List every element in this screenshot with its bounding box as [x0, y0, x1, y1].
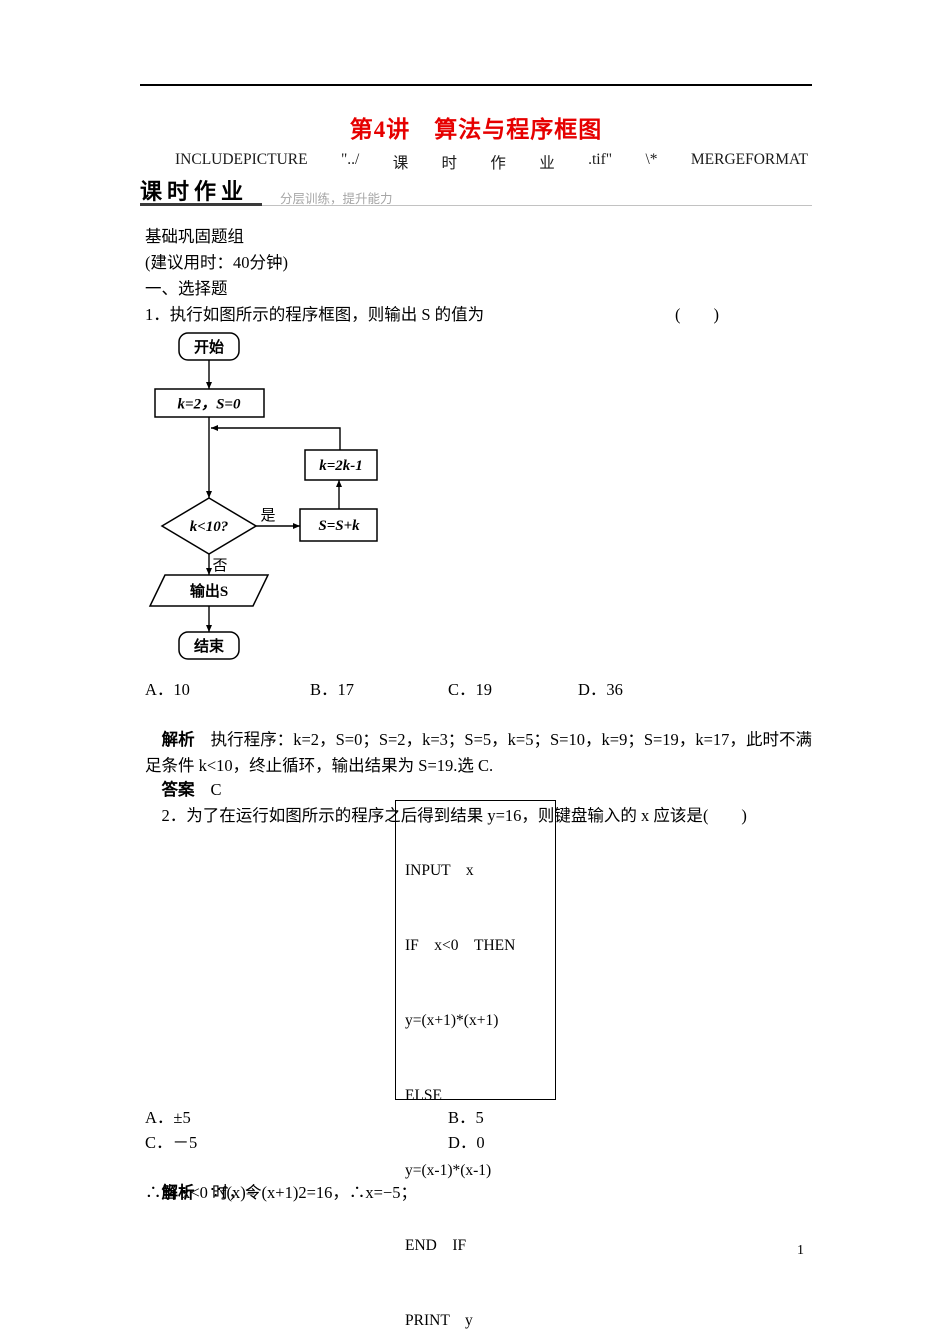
yes-branch-label: 是 — [260, 508, 275, 524]
end-label: 结束 — [194, 637, 225, 655]
field-code-line: INCLUDEPICTURE "../ 课 时 作 业 .tif" \* MER… — [175, 151, 808, 173]
accumulate-process-shape — [299, 508, 378, 542]
no-branch-label: 否 — [212, 558, 227, 574]
header-rule-dark — [140, 203, 262, 206]
code-line: y=(x-1)*(x-1) — [405, 1162, 492, 1179]
flowchart-diagram: 开始 k=2，S=0 k=2k-1 k<10? S=S+k 输出S 结束 是 否 — [148, 332, 378, 660]
section-part-title: 一、选择题 — [145, 279, 228, 298]
field-code-part: "../ — [340, 151, 360, 168]
field-code-part: 业 — [539, 155, 555, 172]
choice-1a: A．10 — [145, 680, 190, 699]
question-1-answer: 答案 C — [145, 751, 222, 829]
output-parallelogram-shape — [148, 574, 270, 607]
page-title: 第4讲 算法与程序框图 — [349, 117, 603, 142]
suggested-time: (建议用时：40分钟) — [145, 253, 288, 272]
accumulate-label: S=S+k — [318, 518, 360, 534]
arrow-update-loopback — [211, 425, 341, 450]
homework-header: 课时作业 — [140, 179, 249, 204]
start-label: 开始 — [194, 338, 224, 356]
field-code-part: 作 — [490, 155, 506, 172]
analysis-text: ∵f(x)= — [210, 1183, 256, 1202]
page-number: 1 — [797, 1243, 804, 1258]
question-2-choices-row2: C．－5 D．0 — [145, 1129, 812, 1155]
question-2-conclusion: ∴当 x<0 时，令(x+1)2=16，∴x=−5； — [145, 1183, 418, 1202]
output-label: 输出S — [190, 582, 228, 600]
analysis-label: 解析 — [161, 1183, 195, 1202]
code-line: y=(x+1)*(x+1) — [405, 1012, 499, 1029]
question-1-answer-bracket: ( ) — [675, 305, 719, 324]
choice-1d: D．36 — [578, 680, 623, 699]
field-code-part: 时 — [441, 155, 458, 172]
question-2-analysis: 解析 ∵f(x)= — [145, 1154, 256, 1232]
homework-subtitle: 分层训练，提升能力 — [280, 192, 393, 206]
analysis-label: 解析 — [161, 730, 195, 749]
answer-label: 答案 — [161, 780, 195, 799]
question-2-answer-bracket: ( ) — [702, 806, 747, 825]
update-label: k=2k-1 — [319, 458, 363, 474]
analysis-text: 执行程序：k=2，S=0；S=2，k=3；S=5，k=5；S=10，k=9；S=… — [145, 730, 813, 775]
answer-value: C — [210, 780, 222, 799]
code-line: INPUT x — [405, 862, 474, 879]
field-code-part: 课 — [392, 155, 409, 172]
header-rule-light — [262, 205, 812, 206]
update-process-shape — [304, 449, 378, 481]
top-horizontal-rule — [140, 84, 812, 86]
code-line: IF x<0 THEN — [405, 937, 516, 954]
choice-2c: C．－5 — [145, 1133, 198, 1152]
program-code-box: INPUT x IF x<0 THEN y=(x+1)*(x+1) ELSE y… — [395, 800, 556, 1329]
choice-1b: B．17 — [310, 680, 355, 699]
start-terminator-shape — [178, 332, 240, 361]
choice-1c: C．19 — [448, 680, 493, 699]
field-code-part: .tif" — [588, 151, 613, 168]
field-code-part: \* — [645, 151, 658, 168]
init-process-shape — [154, 388, 265, 418]
choice-2a: A．±5 — [145, 1108, 191, 1127]
choice-2d: D．0 — [448, 1133, 485, 1152]
question-2-text: 2．为了在运行如图所示的程序之后得到结果 y=16，则键盘输入的 x 应该是( … — [145, 777, 747, 855]
field-code-part: MERGEFORMAT — [690, 151, 808, 168]
code-line: ELSE — [405, 1087, 443, 1104]
question-2-stem: 2．为了在运行如图所示的程序之后得到结果 y=16，则键盘输入的 x 应该是 — [161, 806, 703, 825]
code-line: PRINT y — [405, 1312, 473, 1329]
code-line: END IF — [405, 1237, 467, 1254]
question-1-choices: A．10 B．17 C．19 D．36 — [145, 676, 812, 702]
choice-2b: B．5 — [448, 1108, 484, 1127]
question-1-analysis: 解析执行程序：k=2，S=0；S=2，k=3；S=5，k=5；S=10，k=9；… — [145, 701, 812, 805]
decision-diamond-shape — [160, 497, 258, 555]
section-group-title: 基础巩固题组 — [145, 227, 244, 246]
question-2-choices-row1: A．±5 B．5 — [145, 1104, 812, 1130]
field-code-part: INCLUDEPICTURE — [175, 151, 308, 168]
decision-label: k<10? — [190, 519, 229, 535]
init-label: k=2，S=0 — [178, 397, 241, 413]
end-terminator-shape — [178, 631, 240, 660]
question-1-text: 1．执行如图所示的程序框图，则输出 S 的值为 — [145, 305, 485, 324]
